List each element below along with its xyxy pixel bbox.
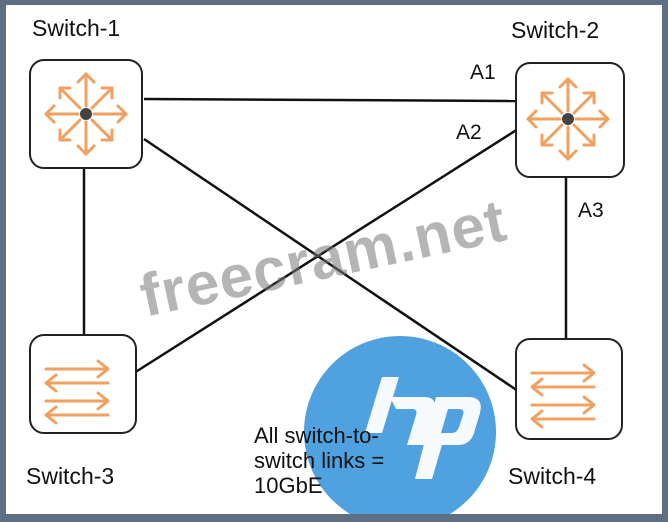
link-switch1-switch4 bbox=[143, 137, 519, 393]
switch-4-node bbox=[515, 338, 623, 440]
link-switch3-switch2 bbox=[133, 127, 519, 375]
switch-3-node bbox=[29, 334, 137, 434]
link-label-a3: A3 bbox=[578, 199, 604, 222]
link-switch1-switch2 bbox=[143, 97, 519, 103]
switch-1-label: Switch-1 bbox=[32, 15, 121, 41]
link-speed-note: All switch-to- switch links = 10GbE bbox=[254, 423, 385, 498]
switch-4-label: Switch-4 bbox=[508, 463, 597, 489]
link-label-a1: A1 bbox=[470, 61, 496, 84]
switch-2-node bbox=[515, 62, 625, 178]
link-label-a2: A2 bbox=[456, 121, 482, 144]
hp-logo bbox=[304, 336, 496, 514]
network-diagram bbox=[29, 59, 625, 514]
router-arrows-icon bbox=[526, 77, 610, 161]
switch-2-label: Switch-2 bbox=[511, 17, 600, 43]
switch-3-label: Switch-3 bbox=[26, 463, 115, 489]
switch-arrows-icon bbox=[530, 363, 596, 429]
switch-arrows-icon bbox=[44, 359, 110, 425]
diagram-canvas: Switch-1 Switch-2 Switch-3 Switch-4 A1 A… bbox=[6, 5, 662, 514]
links bbox=[82, 97, 568, 393]
router-arrows-icon bbox=[44, 72, 128, 156]
switch-1-node bbox=[29, 59, 143, 169]
